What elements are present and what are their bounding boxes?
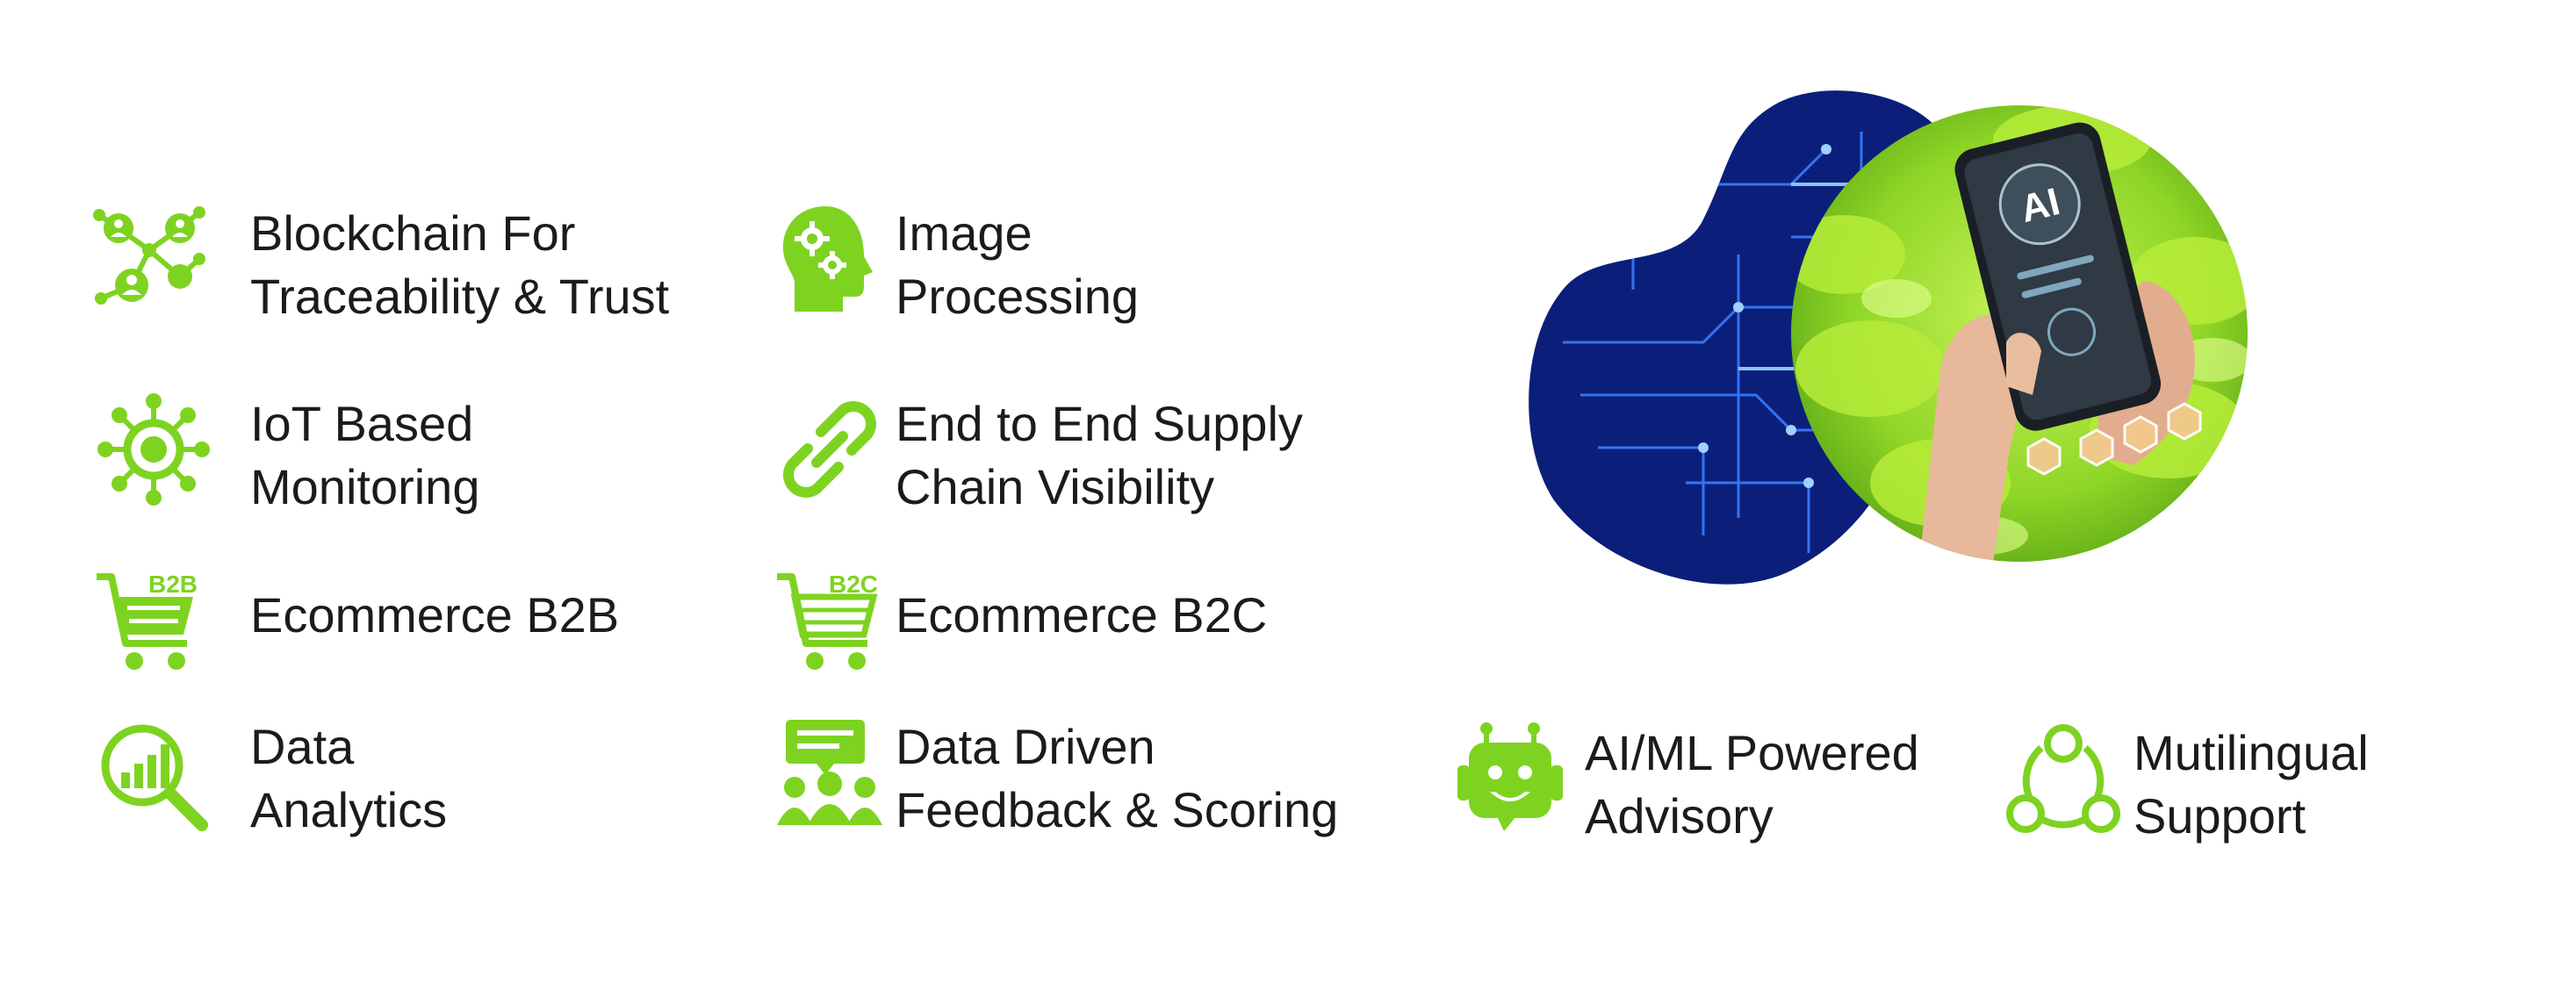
cart-b2b-icon: B2B: [92, 566, 206, 680]
three-node-cycle-icon: [2006, 722, 2120, 836]
network-people-icon: [92, 202, 206, 316]
group-feedback-icon: [773, 715, 887, 829]
robot-chat-icon: [1453, 722, 1567, 836]
lettuce-photo: AI: [1791, 105, 2248, 562]
feature-label: Ecommerce B2B: [250, 587, 620, 643]
chain-link-icon: [773, 392, 887, 506]
hero-illustration: AI: [1528, 79, 2335, 606]
cart-b2c-icon: B2C: [773, 566, 887, 680]
iot-hub-icon: [97, 392, 211, 506]
feature-label: Ecommerce B2C: [896, 587, 1268, 643]
magnifier-chart-icon: [97, 720, 211, 834]
svg-text:B2B: B2B: [148, 571, 198, 598]
svg-text:B2C: B2C: [829, 571, 878, 598]
head-gears-icon: [773, 202, 887, 316]
